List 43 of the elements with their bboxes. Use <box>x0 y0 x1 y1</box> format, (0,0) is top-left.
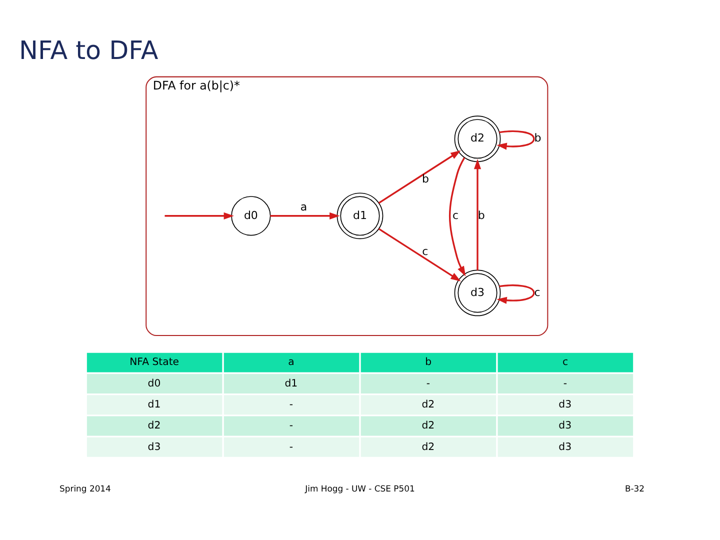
label: b <box>425 357 432 368</box>
label: d3 <box>558 420 572 432</box>
edge-label: c <box>422 244 428 258</box>
edge-label: c <box>452 208 459 222</box>
label: - <box>563 378 567 390</box>
label: Jim Hogg - UW - CSE P501 <box>305 484 415 494</box>
node-circle: d0 <box>231 196 271 236</box>
label: Spring 2014 <box>60 484 111 494</box>
label: c <box>562 357 568 368</box>
label: d3 <box>558 399 572 410</box>
edge-label: b <box>534 132 542 145</box>
label: d2 <box>422 442 435 453</box>
label: d3 <box>558 442 572 453</box>
label: d2 <box>422 420 435 432</box>
diagram-title: NFA to DFA <box>18 35 158 66</box>
label: B-32 <box>624 484 645 494</box>
label: d1 <box>148 399 161 410</box>
node-circle: d2 <box>454 116 501 162</box>
arrow <box>164 212 234 220</box>
arrow <box>378 150 461 204</box>
arrow <box>474 158 482 270</box>
label: - <box>289 399 294 410</box>
arrow <box>496 130 535 150</box>
node-circle: d3 <box>454 270 501 316</box>
label: d1 <box>284 378 298 390</box>
label: d2 <box>422 399 435 410</box>
label: d3 <box>148 442 161 453</box>
label: - <box>289 420 294 432</box>
edge-label: c <box>534 286 540 299</box>
node-circle: d1 <box>336 192 384 240</box>
label: a <box>288 357 294 368</box>
edge-label: a <box>300 200 308 214</box>
label: - <box>426 378 430 390</box>
arrow <box>496 284 535 304</box>
arrow <box>378 228 461 282</box>
label: - <box>289 442 294 453</box>
arrow <box>448 157 466 276</box>
label: d0 <box>148 378 161 390</box>
label: NFA State <box>130 357 180 368</box>
arrow <box>270 212 340 220</box>
edge-label: b <box>478 208 485 222</box>
label: d2 <box>148 420 161 432</box>
edge-label: b <box>422 172 430 186</box>
